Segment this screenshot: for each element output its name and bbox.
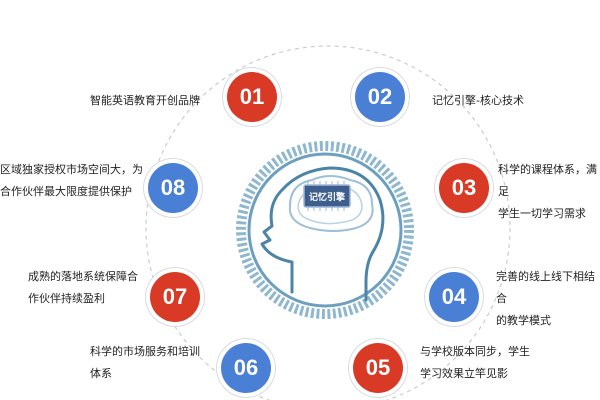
brain-outline-icon: [288, 175, 374, 232]
brain-head-icon: [260, 166, 385, 302]
feature-text-line: 完善的线上线下相结合: [496, 270, 595, 305]
feature-text-01: 智能英语教育开创品牌: [90, 90, 200, 112]
feature-text-line: 智能英语教育开创品牌: [90, 94, 200, 107]
feature-text-line: 成熟的落地系统保障合: [28, 270, 138, 283]
feature-text-08: 区域独家授权市场空间大，为合作伙伴最大限度提供保护: [0, 159, 143, 203]
feature-node-01: 01: [227, 72, 277, 122]
feature-text-03: 科学的课程体系，满足学生一切学习需求: [498, 159, 600, 225]
feature-text-line: 体系: [90, 367, 112, 380]
feature-node-07: 07: [150, 272, 200, 322]
feature-text-line: 学习效果立竿见影: [420, 367, 508, 380]
feature-text-line: 作伙伴持续盈利: [28, 292, 105, 305]
feature-text-line: 学生一切学习需求: [498, 207, 586, 220]
feature-text-07: 成熟的落地系统保障合作伙伴持续盈利: [28, 266, 138, 310]
feature-text-line: 科学的课程体系，满足: [498, 163, 597, 198]
feature-node-04: 04: [429, 272, 479, 322]
center-label: 记忆引擎: [308, 192, 345, 203]
gear-ring-teeth: [236, 141, 414, 319]
feature-text-line: 记忆引擎-核心技术: [432, 94, 524, 107]
feature-node-03: 03: [439, 163, 489, 213]
feature-node-02: 02: [355, 72, 405, 122]
outer-orbit-ring: [145, 45, 511, 400]
feature-node-08: 08: [148, 163, 198, 213]
chip-pins: [307, 181, 345, 211]
feature-node-06: 06: [221, 343, 271, 393]
feature-text-line: 与学校版本同步，学生: [420, 345, 530, 358]
feature-text-line: 区域独家授权市场空间大，为: [0, 163, 143, 176]
feature-text-02: 记忆引擎-核心技术: [432, 90, 524, 112]
feature-text-line: 科学的市场服务和培训: [90, 345, 200, 358]
feature-node-05: 05: [353, 343, 403, 393]
feature-text-05: 与学校版本同步，学生学习效果立竿见影: [420, 341, 530, 385]
memory-engine-chip: [303, 184, 351, 208]
feature-text-line: 合作伙伴最大限度提供保护: [0, 185, 132, 198]
feature-text-06: 科学的市场服务和培训体系: [90, 341, 200, 385]
feature-text-04: 完善的线上线下相结合的教学模式: [496, 266, 600, 332]
feature-text-line: 的教学模式: [496, 314, 551, 327]
